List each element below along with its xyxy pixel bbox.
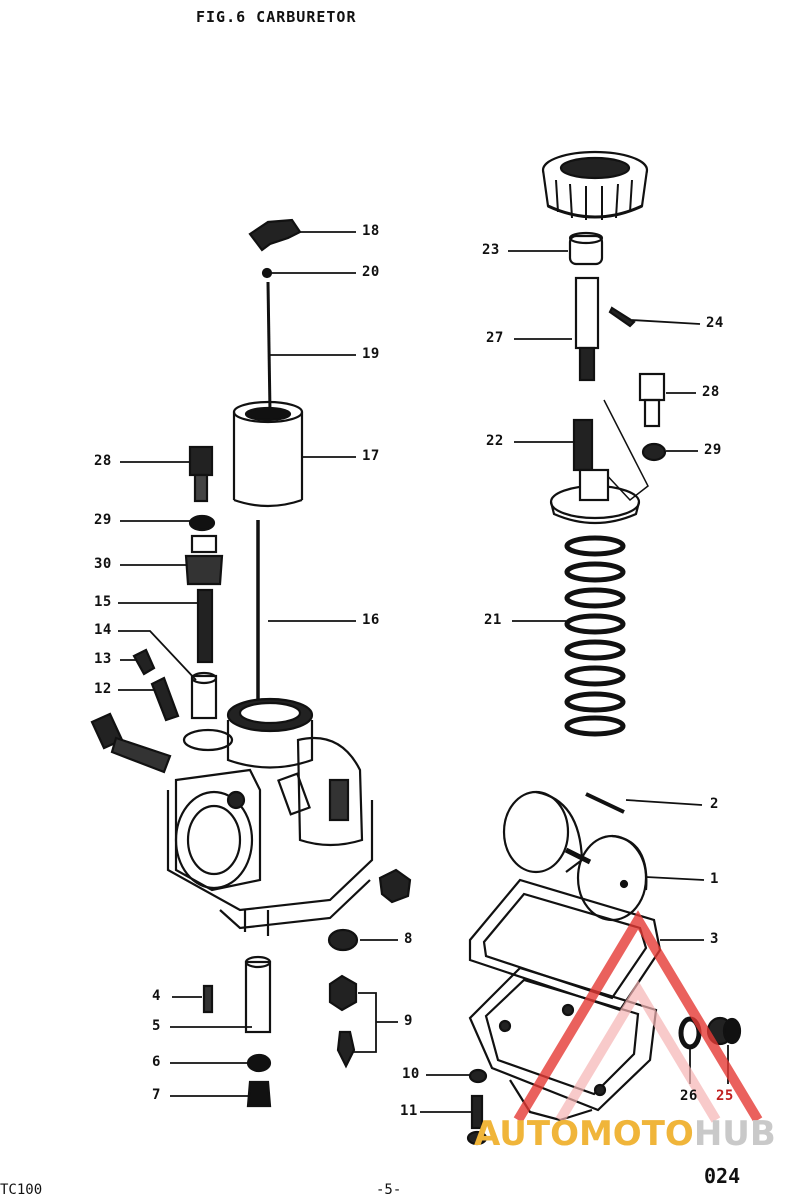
part-11-screw-icon xyxy=(466,1094,488,1146)
callout-12: 12 xyxy=(94,681,112,697)
footer-figure-code: 024 xyxy=(704,1164,741,1188)
part-22-stud-icon xyxy=(572,418,594,472)
part-19-needle-icon xyxy=(266,281,272,413)
callout-13: 13 xyxy=(94,651,112,667)
callout-4: 4 xyxy=(152,988,161,1004)
part-21-spring-icon xyxy=(564,535,626,737)
part-15-screw-icon xyxy=(196,588,214,664)
part-26-o-ring-icon xyxy=(678,1016,702,1050)
callout-16: 16 xyxy=(362,612,380,628)
callout-11: 11 xyxy=(400,1103,418,1119)
part-20-ball-icon xyxy=(261,267,273,279)
callout-24: 24 xyxy=(706,315,724,331)
part-24-pin-icon xyxy=(608,306,636,328)
part-8-washer-icon xyxy=(327,928,359,952)
callout-27: 27 xyxy=(486,330,504,346)
callout-23: 23 xyxy=(482,242,500,258)
callout-2: 2 xyxy=(710,796,719,812)
part-29-washer-icon xyxy=(188,514,216,532)
callout-29-left: 29 xyxy=(94,512,112,528)
top-plate-icon xyxy=(549,468,641,525)
callout-8: 8 xyxy=(404,931,413,947)
callout-10: 10 xyxy=(402,1066,420,1082)
callout-30: 30 xyxy=(94,556,112,572)
carburetor-body-icon xyxy=(166,697,374,936)
part-23-cap-icon xyxy=(568,231,604,266)
figure-title: FIG.6 CARBURETOR xyxy=(196,8,357,26)
callout-21: 21 xyxy=(484,612,502,628)
callout-5: 5 xyxy=(152,1018,161,1034)
part-5-main-jet-holder-icon xyxy=(244,955,272,1034)
part-7-main-jet-icon xyxy=(246,1080,272,1108)
part-3-float-chamber-icon xyxy=(468,878,662,1122)
part-10-washer-icon xyxy=(468,1068,488,1084)
part-14-jet-holder-icon xyxy=(190,671,218,720)
callout-14: 14 xyxy=(94,622,112,638)
callout-25: 25 xyxy=(716,1088,734,1104)
callout-18: 18 xyxy=(362,223,380,239)
callout-28-left: 28 xyxy=(94,453,112,469)
cable-wire-icon xyxy=(601,399,649,502)
part-13-pin-icon xyxy=(132,648,156,676)
footer-model: TC100 xyxy=(0,1182,43,1198)
callout-26: 26 xyxy=(680,1088,698,1104)
callout-7: 7 xyxy=(152,1087,161,1103)
callout-6: 6 xyxy=(152,1054,161,1070)
part-12-screw-icon xyxy=(150,676,180,722)
callout-3: 3 xyxy=(710,931,719,947)
hex-nut-icon xyxy=(378,868,412,904)
watermark-text: AUTOMOTOHUB xyxy=(474,1114,776,1154)
callout-20: 20 xyxy=(362,264,380,280)
callout-22: 22 xyxy=(486,433,504,449)
callout-9: 9 xyxy=(404,1013,413,1029)
part-4-clip-icon xyxy=(202,984,214,1014)
part-29-washer-right-icon xyxy=(641,442,667,462)
idle-screw-icon xyxy=(90,712,172,774)
part-2-float-pin-icon xyxy=(585,792,625,814)
part-27-adjuster-icon xyxy=(574,276,600,382)
leader-lines xyxy=(118,231,729,1113)
part-28-bolt-icon xyxy=(188,445,214,503)
part-1-float-icon xyxy=(502,790,648,922)
callout-29-right: 29 xyxy=(704,442,722,458)
part-28-bolt-right-icon xyxy=(638,372,666,428)
callout-19: 19 xyxy=(362,346,380,362)
part-18-clip-icon xyxy=(248,218,302,252)
callout-15: 15 xyxy=(94,594,112,610)
footer-page-number: -5- xyxy=(376,1182,402,1198)
callout-28-right: 28 xyxy=(702,384,720,400)
watermark-part1: AUTOMOTO xyxy=(474,1114,694,1154)
callout-17: 17 xyxy=(362,448,380,464)
watermark-logo-icon xyxy=(513,910,763,1123)
part-30-nut-icon xyxy=(184,534,224,586)
part-17-throttle-valve-icon xyxy=(232,400,304,508)
watermark-part2: HUB xyxy=(693,1114,776,1154)
mixing-chamber-cap-icon xyxy=(541,150,649,220)
callout-1: 1 xyxy=(710,871,719,887)
part-9-float-valve-icon xyxy=(328,974,358,1069)
part-6-washer-icon xyxy=(246,1053,272,1073)
